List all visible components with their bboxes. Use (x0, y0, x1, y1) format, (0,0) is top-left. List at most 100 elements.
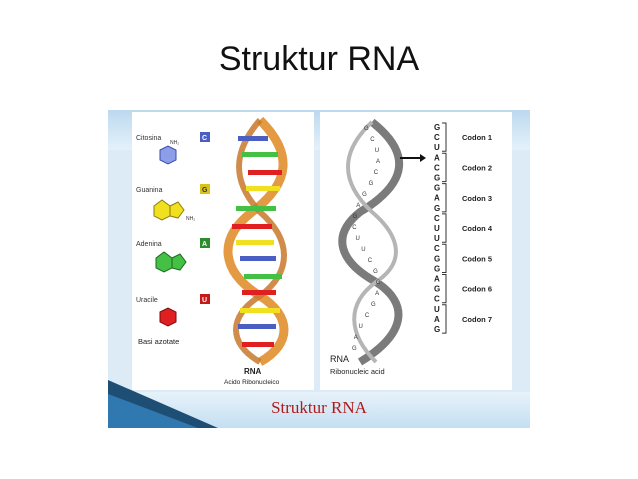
base-name-uracile: Uracile (136, 297, 158, 304)
strand-base-letter: A (354, 335, 358, 341)
codon-bracket (442, 122, 447, 152)
strand-base-letter: U (375, 148, 379, 154)
codon-base-letter: A (434, 194, 440, 203)
base-rung (238, 324, 276, 329)
acido-ribonucleico-label: Acido Ribonucleico (224, 379, 280, 386)
base-rung (236, 206, 276, 211)
base-name-adenina: Adenina (136, 241, 162, 248)
strand-base-letter: G (373, 269, 378, 275)
base-badge-a (200, 238, 210, 248)
slide-title: Struktur RNA (218, 40, 420, 78)
strand-base-letter: G (352, 346, 357, 352)
codon-bracket (442, 274, 447, 304)
base-letter-a: A (202, 241, 207, 248)
chem-label-nh2: NH₂ (186, 216, 195, 222)
rna-strand-backbone-shadow (346, 120, 398, 364)
base-name-guanina: Guanina (136, 187, 163, 194)
codon-bracket (442, 304, 447, 334)
strand-base-letter: A (376, 159, 380, 165)
codon-base-letter: U (434, 305, 440, 314)
strand-base-letter: G (362, 192, 367, 198)
base-rung (246, 186, 280, 191)
strand-base-letter: U (356, 236, 360, 242)
codon-base-letter: U (434, 234, 440, 243)
base-rung (244, 274, 282, 279)
strand-base-letter: U (361, 247, 365, 253)
base-rung (242, 342, 274, 347)
bottom-caption: Struktur RNA (271, 398, 367, 417)
rna-helix-backbone-front (223, 116, 289, 366)
strand-base-letter: G (371, 302, 376, 308)
codon-base-letter: G (434, 123, 440, 132)
strand-base-letter: C (352, 225, 357, 231)
codon-bracket (442, 152, 447, 183)
codon-base-letter: C (434, 133, 440, 142)
codon-base-letter: U (434, 224, 440, 233)
codon-label: Codon 2 (462, 163, 492, 172)
codon-base-letter: C (434, 295, 440, 304)
codon-base-letter: C (434, 244, 440, 253)
codon-base-letter: G (434, 264, 440, 273)
left-panel-illustration: Citosina C NH₂ Guanina G NH₂ Adenina A U… (136, 116, 289, 386)
codon-base-letter: C (434, 163, 440, 172)
strand-base-letter: C (365, 313, 370, 319)
strand-base-letter: C (374, 170, 379, 176)
left-panel-rna-molecule: Citosina C NH₂ Guanina G NH₂ Adenina A U… (132, 112, 314, 390)
base-letter-u: U (202, 297, 207, 304)
rna-label: RNA (330, 354, 349, 364)
codon-base-letter: G (434, 184, 440, 193)
guanine-ring2-icon (169, 201, 185, 219)
base-rung (232, 224, 272, 229)
codon-base-letter: G (434, 254, 440, 263)
codon-label: Codon 4 (462, 224, 493, 233)
strand-base-letter: G (376, 280, 381, 286)
strand-base-letter: C (370, 137, 375, 143)
codon-label: Codon 3 (462, 194, 492, 203)
uracil-structure-icon (159, 307, 177, 327)
codon-base-letter: G (434, 174, 440, 183)
rna-structure-figure: Citosina C NH₂ Guanina G NH₂ Adenina A U… (108, 110, 530, 428)
strand-base-letter: C (368, 258, 373, 264)
codon-label: Codon 5 (462, 254, 492, 263)
ribonucleic-acid-caption: Ribonucleic acid (330, 367, 385, 376)
base-badge-u (200, 294, 210, 304)
adenine-ring-icon (155, 251, 173, 273)
strand-base-letter: U (359, 324, 363, 330)
base-name-citosina: Citosina (136, 135, 161, 142)
codon-bracket (442, 243, 447, 273)
strand-base-letter: G (353, 214, 358, 220)
base-rung (236, 240, 274, 245)
basi-azotate-caption: Basi azotate (138, 337, 179, 346)
cytosine-structure-icon (159, 145, 177, 165)
base-letter-c: C (202, 135, 207, 142)
base-rung (240, 308, 280, 313)
codon-base-letter: U (434, 143, 440, 152)
strand-base-letter: G (364, 126, 369, 132)
codon-base-letter: A (434, 153, 440, 162)
strand-base-letter: G (369, 181, 374, 187)
base-rung (248, 170, 282, 175)
rna-helix-backbone-back (233, 118, 287, 365)
codon-base-letter: G (434, 285, 440, 294)
codon-base-letter: C (434, 214, 440, 223)
decorative-swoosh (108, 380, 218, 428)
strand-base-letter: A (356, 203, 360, 209)
codon-label: Codon 7 (462, 315, 492, 324)
codon-bracket (442, 183, 447, 213)
codon-label: Codon 6 (462, 285, 492, 294)
base-badge-g (200, 184, 210, 194)
rna-label: RNA (244, 367, 262, 376)
base-rung (242, 152, 278, 157)
guanine-ring-icon (153, 199, 171, 221)
base-rung (242, 290, 276, 295)
base-badge-c (200, 132, 210, 142)
base-rung (240, 256, 276, 261)
codon-bracket (442, 213, 447, 243)
adenine-ring2-icon (171, 253, 187, 271)
codon-base-letter: G (434, 204, 440, 213)
arrow-right-icon (420, 154, 426, 162)
